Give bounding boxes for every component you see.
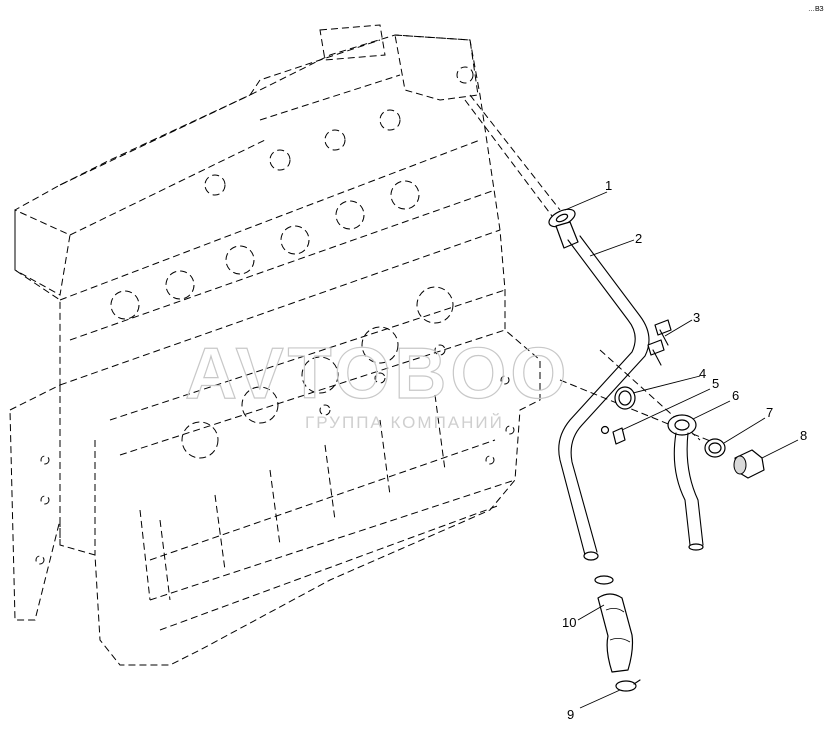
- leader-8: [761, 439, 799, 459]
- callouts: 1 2 3 4 5 6 7 8 10 9: [562, 178, 807, 722]
- leader-7: [723, 417, 766, 444]
- part-8-plug: [733, 449, 765, 479]
- main-bearing-bores: [181, 286, 454, 459]
- corner-code: …ВЗ: [808, 6, 824, 13]
- callout-1: 1: [605, 178, 612, 193]
- part-2-oil-return-tube: [555, 221, 650, 561]
- leader-5: [621, 388, 711, 431]
- leader-3: [664, 319, 693, 337]
- crankcase-webs: [149, 394, 496, 601]
- leader-4: [632, 375, 701, 394]
- leader-6: [692, 400, 731, 420]
- cylinder-bosses: [110, 109, 420, 320]
- block-bolt-holes: [35, 344, 515, 565]
- callout-3: 3: [693, 310, 700, 325]
- part-3-bolts: [647, 319, 672, 366]
- leader-9: [579, 689, 621, 709]
- part-6-banjo-fitting: [667, 414, 704, 551]
- callout-6: 6: [732, 388, 739, 403]
- callout-9: 9: [567, 707, 574, 722]
- watermark: AVTOBOO ГРУППА КОМПАНИЙ: [184, 333, 570, 432]
- part-7-o-ring: [704, 438, 726, 458]
- watermark-subtitle: ГРУППА КОМПАНИЙ: [305, 413, 504, 432]
- part-5-screw: [600, 425, 626, 445]
- watermark-brand: AVTOBOO: [185, 334, 570, 414]
- leader-1: [564, 191, 608, 211]
- leader-10: [577, 604, 605, 621]
- callout-7: 7: [766, 405, 773, 420]
- callout-10: 10: [562, 615, 576, 630]
- part-9-clamp: [615, 679, 641, 692]
- callout-8: 8: [800, 428, 807, 443]
- leader-2: [589, 239, 635, 257]
- part-10-hose: [594, 575, 634, 673]
- callout-4: 4: [699, 366, 706, 381]
- part-4-o-ring: [614, 386, 636, 410]
- callout-5: 5: [712, 376, 719, 391]
- callout-2: 2: [635, 231, 642, 246]
- engine-block: [9, 24, 541, 666]
